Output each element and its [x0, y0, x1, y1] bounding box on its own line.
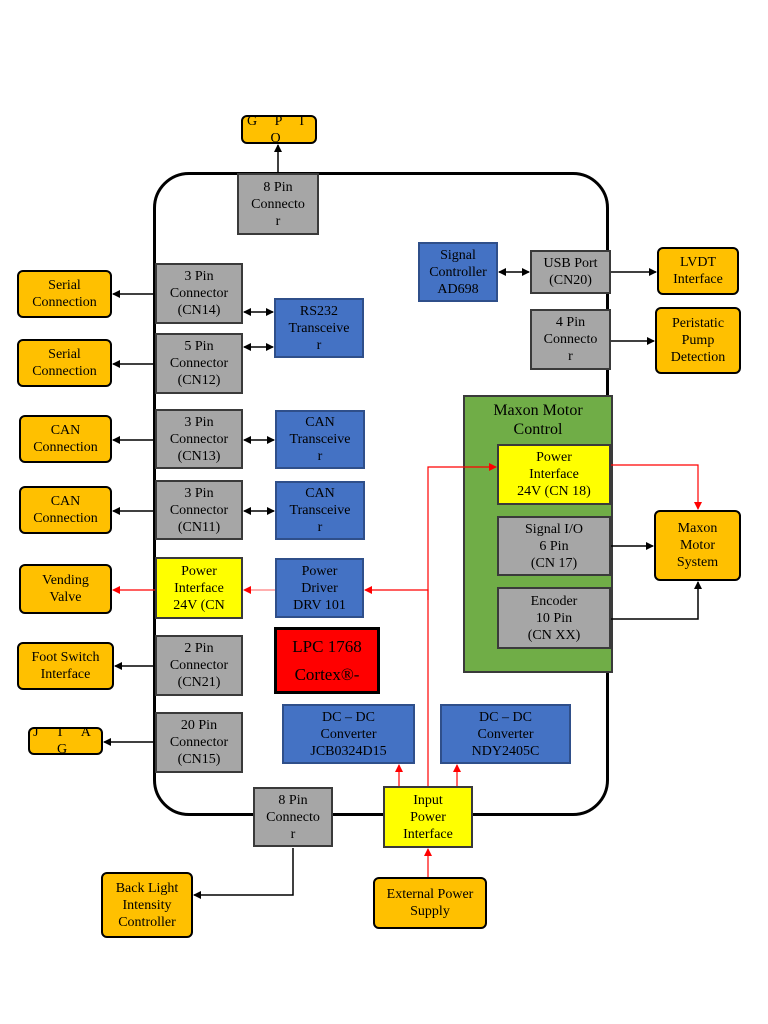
can-transceiver-2-block: CAN Transceive r: [275, 481, 365, 540]
connector-usb-cn20: USB Port (CN20): [530, 250, 611, 294]
jtag-block: J T A G: [28, 725, 103, 757]
can-transceiver-1-block: CAN Transceive r: [275, 410, 365, 469]
maxon-motor-system-block: Maxon Motor System: [654, 510, 741, 581]
rs232-transceiver-block: RS232 Transceive r: [274, 298, 364, 358]
connector-cn11: 3 Pin Connector (CN11): [155, 480, 243, 540]
serial-connection-2-block: Serial Connection: [17, 339, 112, 387]
can-connection-2-block: CAN Connection: [19, 486, 112, 534]
connector-cn12: 5 Pin Connector (CN12): [155, 333, 243, 394]
dcdc-converter-1-block: DC – DC Converter JCB0324D15: [282, 704, 415, 764]
lvdt-interface-block: LVDT Interface: [657, 247, 739, 295]
power-driver-block: Power Driver DRV 101: [275, 558, 364, 618]
input-power-interface: Input Power Interface: [383, 786, 473, 848]
mcu-lpc1768-block: LPC 1768 Cortex®-: [274, 627, 380, 694]
connector-encoder: Encoder 10 Pin (CN XX): [497, 587, 611, 649]
power-interface-24v-cn18: Power Interface 24V (CN 18): [497, 444, 611, 505]
connector-8pin-top: 8 Pin Connecto r: [237, 173, 319, 235]
gpio-block: G P I O: [241, 114, 317, 146]
wire-back-light: [193, 848, 294, 899]
connector-cn15: 20 Pin Connector (CN15): [155, 712, 243, 773]
dcdc-converter-2-block: DC – DC Converter NDY2405C: [440, 704, 571, 764]
external-power-supply-block: External Power Supply: [373, 877, 487, 929]
vending-valve-block: Vending Valve: [19, 564, 112, 614]
foot-switch-interface-block: Foot Switch Interface: [17, 642, 114, 690]
connector-cn14: 3 Pin Connector (CN14): [155, 263, 243, 324]
wire-encoder: [611, 581, 702, 620]
connector-4pin: 4 Pin Connecto r: [530, 309, 611, 370]
connector-cn21: 2 Pin Connector (CN21): [155, 635, 243, 696]
serial-connection-1-block: Serial Connection: [17, 270, 112, 318]
connector-cn13: 3 Pin Connector (CN13): [155, 409, 243, 469]
connector-signal-io-cn17: Signal I/O 6 Pin (CN 17): [497, 516, 611, 576]
power-interface-24v-left: Power Interface 24V (CN: [155, 557, 243, 619]
connector-8pin-bottom: 8 Pin Connecto r: [253, 787, 333, 847]
can-connection-1-block: CAN Connection: [19, 415, 112, 463]
back-light-controller-block: Back Light Intensity Controller: [101, 872, 193, 938]
wire-maxon-power-to-system: [611, 464, 702, 510]
signal-controller-block: Signal Controller AD698: [418, 242, 498, 302]
peristaltic-pump-detection-block: Peristatic Pump Detection: [655, 307, 741, 374]
